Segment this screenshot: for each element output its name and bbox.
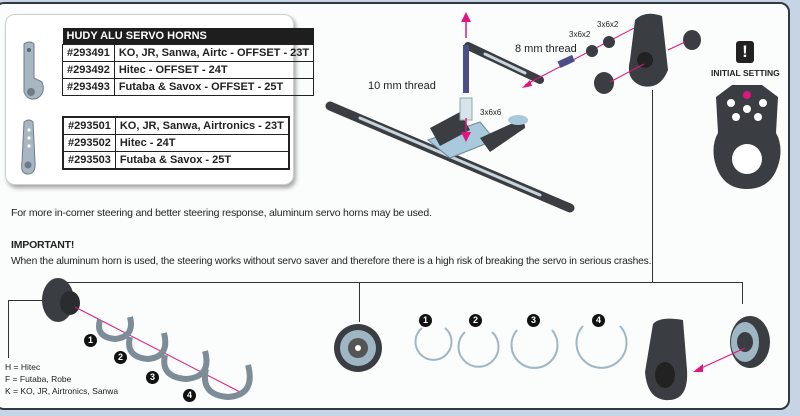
washer-label: 3x6x2 bbox=[569, 30, 591, 39]
legend-futaba: F = Futaba, Robe bbox=[5, 374, 72, 384]
step-1-badge: 1 bbox=[84, 334, 97, 347]
part-desc: Hitec - OFFSET - 24T bbox=[113, 61, 315, 79]
part-code: #293502 bbox=[62, 134, 116, 152]
part-code: #293492 bbox=[62, 61, 115, 79]
part-code: #293493 bbox=[62, 78, 115, 96]
steering-assembly-diagram bbox=[325, 12, 701, 213]
step-4-badge: 4 bbox=[183, 389, 196, 402]
table-title: HUDY ALU SERVO HORNS bbox=[62, 28, 314, 45]
important-heading: IMPORTANT! bbox=[11, 239, 75, 251]
connector-line bbox=[359, 282, 360, 322]
intro-text: For more in-corner steering and better s… bbox=[11, 207, 432, 219]
thread-8mm-label: 8 mm thread bbox=[515, 43, 577, 55]
initial-setting-horn-image bbox=[713, 85, 781, 189]
circlip-3-badge: 3 bbox=[527, 314, 540, 327]
part-desc: Hitec - 24T bbox=[114, 134, 290, 152]
part-desc: KO, JR, Sanwa, Airtc - OFFSET - 23T bbox=[113, 44, 315, 62]
part-desc: Futaba & Savox - OFFSET - 25T bbox=[113, 78, 315, 96]
legend-hitec: H = Hitec bbox=[5, 362, 41, 372]
connector-line bbox=[8, 300, 48, 301]
legend-ko: K = KO, JR, Airtronics, Sanwa bbox=[5, 386, 119, 396]
washer-label: 3x6x2 bbox=[597, 20, 619, 29]
step-3-badge: 3 bbox=[146, 371, 159, 384]
warning-icon: ! bbox=[736, 41, 754, 63]
servo-saver-ring-diagram bbox=[42, 278, 253, 401]
part-code: #293491 bbox=[62, 44, 115, 62]
important-text: When the aluminum horn is used, the stee… bbox=[11, 256, 652, 267]
circlip-1-badge: 1 bbox=[419, 314, 432, 327]
initial-setting-label: INITIAL SETTING bbox=[711, 68, 780, 78]
circlip-diagram bbox=[334, 316, 770, 401]
part-code: #293501 bbox=[62, 116, 116, 135]
offset-servo-horn-image bbox=[23, 41, 44, 100]
connector-line bbox=[652, 90, 653, 283]
connector-line bbox=[65, 282, 743, 283]
straight-servo-horn-image bbox=[21, 119, 36, 175]
circlip-2-badge: 2 bbox=[469, 314, 482, 327]
circlip-4-badge: 4 bbox=[592, 314, 605, 327]
spacer-label: 3x6x6 bbox=[480, 108, 502, 117]
step-2-badge: 2 bbox=[114, 351, 127, 364]
connector-line bbox=[742, 282, 743, 304]
part-desc: KO, JR, Sanwa, Airtronics - 23T bbox=[114, 116, 290, 135]
part-code: #293503 bbox=[62, 151, 116, 170]
part-desc: Futaba & Savox - 25T bbox=[114, 151, 290, 170]
thread-10mm-label: 10 mm thread bbox=[368, 80, 436, 92]
connector-line bbox=[8, 300, 9, 358]
